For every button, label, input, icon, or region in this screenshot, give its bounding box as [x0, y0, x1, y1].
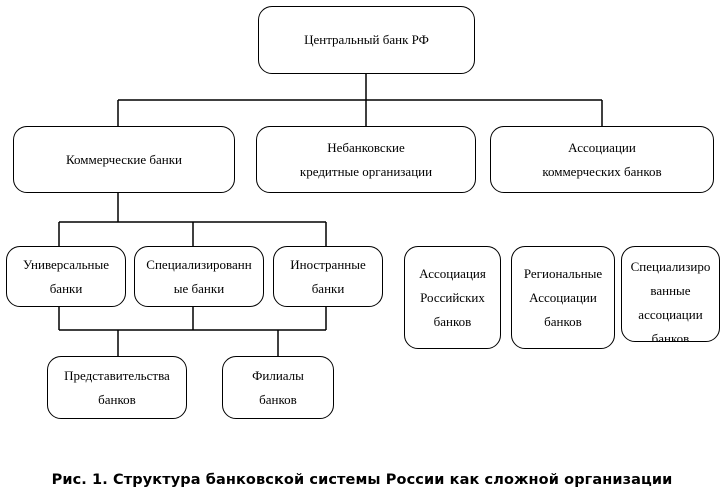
commercial-banks-node: Коммерческие банки: [13, 126, 235, 193]
commercial-banks-label: Коммерческие банки: [66, 151, 182, 167]
central-bank-node: Центральный банк РФ: [258, 6, 475, 74]
central-bank-label: Центральный банк РФ: [304, 32, 429, 47]
branches-label: Филиалы банков: [252, 367, 304, 407]
nonbank-credit-label: Небанковские кредитные организации: [299, 139, 433, 179]
representative-offices-label: Представительства банков: [64, 367, 170, 407]
universal-banks-label: Универсальные банки: [23, 256, 109, 296]
branches-node: Филиалы банков: [222, 356, 334, 419]
association-russian-label: Ассоциация Российских банков: [419, 265, 486, 329]
regional-associations-label: Региональные Ассоциации банков: [523, 265, 603, 329]
regional-associations-node: Региональные Ассоциации банков: [511, 246, 615, 349]
universal-banks-node: Универсальные банки: [6, 246, 126, 307]
foreign-banks-label: Иностранные банки: [290, 256, 366, 296]
specialized-banks-node: Специализированн ые банки: [134, 246, 264, 307]
associations-commercial-label: Ассоциации коммерческих банков: [542, 139, 662, 179]
foreign-banks-node: Иностранные банки: [273, 246, 383, 307]
figure-caption: Рис. 1. Структура банковской системы Рос…: [51, 472, 673, 488]
specialized-associations-label: Специализиро ванные ассоциации банков: [630, 259, 711, 342]
nonbank-credit-node: Небанковские кредитные организации: [256, 126, 476, 193]
specialized-banks-label: Специализированн ые банки: [146, 256, 252, 296]
associations-commercial-node: Ассоциации коммерческих банков: [490, 126, 714, 193]
association-russian-node: Ассоциация Российских банков: [404, 246, 501, 349]
representative-offices-node: Представительства банков: [47, 356, 187, 419]
specialized-associations-node: Специализиро ванные ассоциации банков: [621, 246, 720, 342]
